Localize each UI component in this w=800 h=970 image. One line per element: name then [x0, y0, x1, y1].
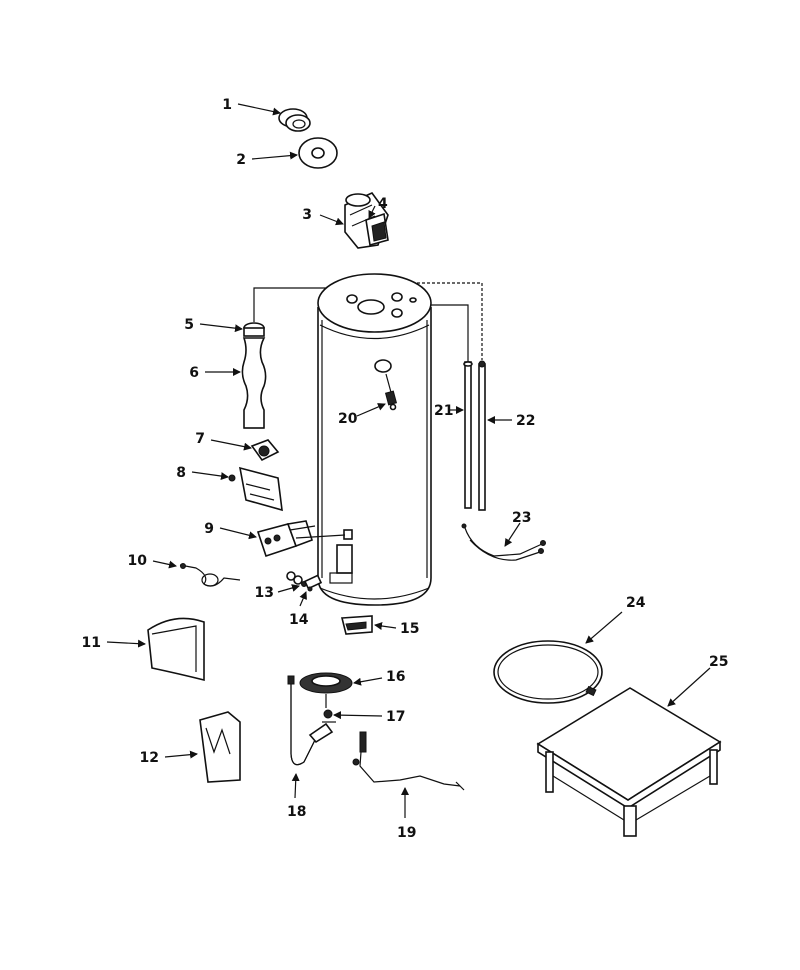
part-5-nipple: [243, 322, 265, 337]
part-6-flex-connector: [241, 337, 267, 429]
label-5: 5: [184, 317, 194, 333]
label-7: 7: [195, 431, 205, 447]
callout-2: 2: [236, 151, 298, 168]
part-23-wire-harness: [461, 523, 546, 561]
part-2-washer: [298, 137, 338, 169]
part-9-gas-control: [256, 520, 346, 558]
label-8: 8: [176, 465, 186, 481]
callout-15: 15: [374, 621, 419, 637]
callout-10: 10: [128, 553, 177, 569]
label-9: 9: [204, 521, 214, 537]
callout-19: 19: [397, 787, 416, 841]
water-heater-tank: [317, 273, 432, 606]
callout-17: 17: [333, 709, 405, 725]
callout-5: 5: [184, 317, 243, 333]
part-18-manifold-tube: [287, 675, 334, 766]
label-19: 19: [397, 825, 416, 841]
label-20: 20: [338, 411, 358, 427]
callout-4: 4: [368, 196, 388, 219]
label-2: 2: [236, 152, 246, 168]
label-23: 23: [512, 510, 531, 526]
callout-18: 18: [287, 773, 306, 820]
part-22-anode-rod: [478, 360, 486, 511]
callout-21: 21: [434, 403, 464, 419]
part-10-cable: [179, 563, 241, 587]
label-25: 25: [709, 654, 728, 670]
callout-3: 3: [302, 207, 344, 226]
part-12-inner-door: [199, 711, 241, 783]
label-21: 21: [434, 403, 453, 419]
part-25-stand: [536, 687, 722, 837]
part-4-hood-bracket: [365, 212, 389, 247]
callout-9: 9: [204, 521, 257, 540]
part-13-fittings: [286, 571, 307, 587]
part-17-orifice: [322, 694, 336, 723]
label-14: 14: [289, 612, 309, 628]
callout-13: 13: [255, 584, 300, 601]
part-11-outer-door: [147, 617, 205, 682]
callout-22: 22: [487, 413, 535, 429]
callout-14: 14: [289, 591, 309, 628]
callout-1: 1: [222, 97, 281, 116]
part-7-limit-switch: [250, 439, 280, 462]
callout-7: 7: [195, 431, 252, 451]
part-24-band: [493, 640, 603, 704]
label-3: 3: [302, 207, 312, 223]
callout-8: 8: [176, 465, 229, 481]
label-4: 4: [378, 196, 388, 212]
label-18: 18: [287, 804, 306, 820]
callout-6: 6: [189, 365, 241, 381]
callout-16: 16: [353, 669, 405, 686]
part-8-bracket: [228, 466, 283, 512]
part-19-pilot-assembly: [352, 731, 465, 791]
label-24: 24: [626, 595, 646, 611]
label-15: 15: [400, 621, 419, 637]
callout-12: 12: [140, 750, 198, 766]
label-17: 17: [386, 709, 405, 725]
label-12: 12: [140, 750, 159, 766]
label-11: 11: [82, 635, 101, 651]
part-16-burner: [299, 672, 353, 694]
label-10: 10: [128, 553, 148, 569]
label-22: 22: [516, 413, 535, 429]
part-14-drain-valve: [303, 574, 323, 592]
part-1-fitting: [278, 108, 311, 132]
part-21-dip-tube: [463, 361, 473, 509]
label-6: 6: [189, 365, 199, 381]
part-15-shield: [340, 615, 373, 635]
callout-11: 11: [82, 635, 146, 651]
part-20-fitting: [384, 373, 398, 411]
callout-23: 23: [504, 510, 531, 547]
callout-25: 25: [667, 654, 728, 707]
callout-24: 24: [585, 595, 646, 644]
label-1: 1: [222, 97, 232, 113]
label-13: 13: [255, 585, 274, 601]
label-16: 16: [386, 669, 405, 685]
callout-20: 20: [338, 403, 386, 427]
